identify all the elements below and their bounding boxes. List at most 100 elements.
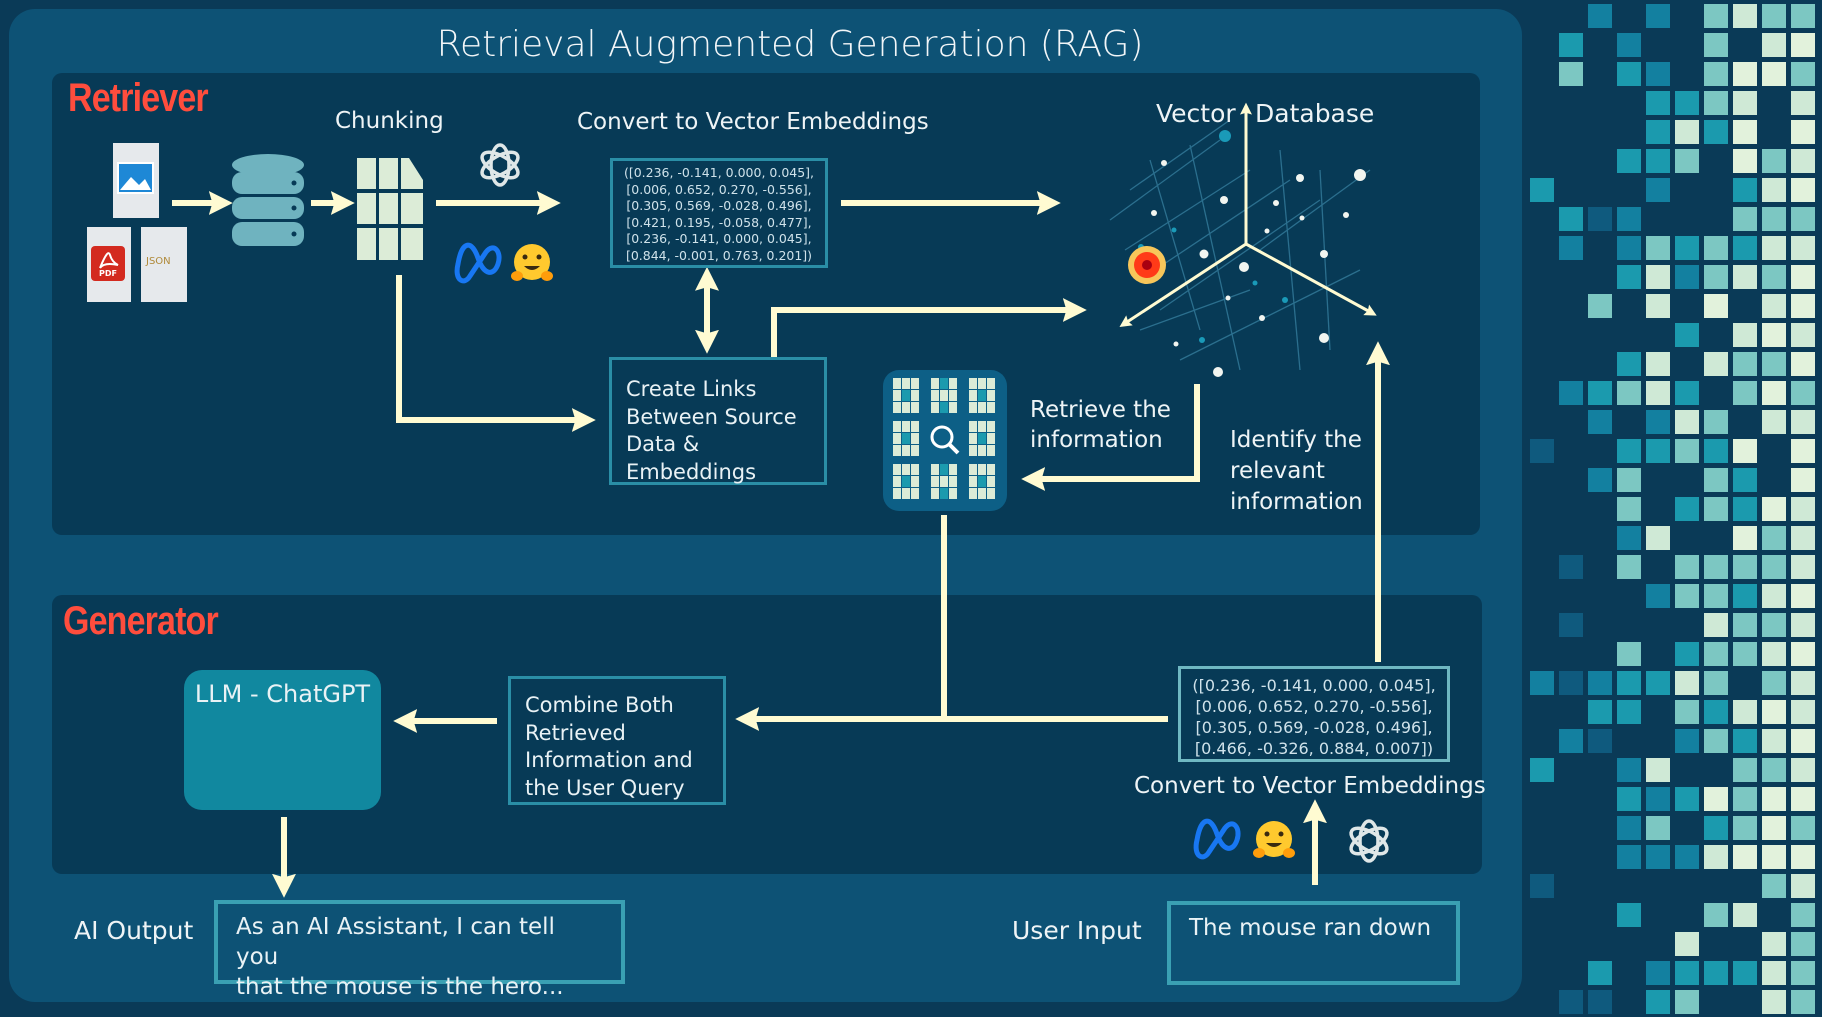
- mosaic-tile: [1530, 874, 1554, 898]
- document-chunk: [949, 390, 957, 401]
- mosaic-tile: [1762, 352, 1786, 376]
- document-chunk: [949, 464, 957, 475]
- document-chunk: [902, 390, 910, 401]
- document-chunk: [902, 464, 910, 475]
- mosaic-tile: [1733, 4, 1757, 28]
- document-chunk: [969, 445, 977, 456]
- mosaic-tile: [1588, 671, 1612, 695]
- document-chunk: [893, 390, 901, 401]
- mosaic-tile: [1791, 4, 1815, 28]
- chunking-label: Chunking: [335, 108, 444, 134]
- mosaic-tile: [1791, 468, 1815, 492]
- mosaic-tile: [1675, 265, 1699, 289]
- mosaic-tile: [1733, 91, 1757, 115]
- mosaic-tile: [1733, 758, 1757, 782]
- create-links-line: Create Links: [626, 377, 757, 401]
- mosaic-tile: [1733, 729, 1757, 753]
- user-input-box[interactable]: The mouse ran down: [1167, 901, 1460, 985]
- mosaic-tile: [1704, 555, 1728, 579]
- mosaic-tile: [1762, 294, 1786, 318]
- mosaic-tile: [1733, 700, 1757, 724]
- mosaic-tile: [1791, 439, 1815, 463]
- document-chunk: [893, 488, 901, 499]
- document-chunk: [987, 445, 995, 456]
- mosaic-tile: [1559, 555, 1583, 579]
- mosaic-tile: [1733, 961, 1757, 985]
- diagram-title: Retrieval Augmented Generation (RAG): [436, 24, 1144, 65]
- mosaic-tile: [1646, 120, 1670, 144]
- mosaic-tile: [1617, 845, 1641, 869]
- retrieve-documents-icon: [883, 370, 1007, 511]
- document-chunk: [911, 402, 919, 413]
- document-chunk: [911, 464, 919, 475]
- pdf-file-icon: [87, 227, 131, 302]
- retrieve-line: Retrieve the: [1030, 397, 1171, 423]
- mosaic-tile: [1791, 149, 1815, 173]
- mosaic-tile: [1791, 294, 1815, 318]
- document-chunk: [969, 421, 977, 432]
- document-chunk: [969, 378, 977, 389]
- document-chunk: [969, 433, 977, 444]
- mosaic-tile: [1617, 236, 1641, 260]
- mosaic-tile: [1791, 207, 1815, 231]
- document-chunk: [987, 402, 995, 413]
- mosaic-tile: [1762, 323, 1786, 347]
- mosaic-tile: [1791, 729, 1815, 753]
- mosaic-tile: [1704, 787, 1728, 811]
- document-chunk: [969, 488, 977, 499]
- mosaic-tile: [1675, 932, 1699, 956]
- mosaic-tile: [1646, 961, 1670, 985]
- mosaic-tile: [1791, 787, 1815, 811]
- mosaic-tile: [1704, 816, 1728, 840]
- document-chunk: [931, 488, 939, 499]
- mosaic-tile: [1733, 642, 1757, 666]
- mosaic-tile: [1588, 729, 1612, 753]
- mosaic-tile: [1791, 323, 1815, 347]
- document-chunk: [893, 464, 901, 475]
- mosaic-tile: [1617, 149, 1641, 173]
- embedding-row: [0.305, 0.569, -0.028, 0.496],: [1195, 718, 1433, 737]
- create-links-line: Data & Embeddings: [626, 432, 757, 484]
- mosaic-tile: [1762, 787, 1786, 811]
- mosaic-tile: [1733, 352, 1757, 376]
- mosaic-tile: [1733, 468, 1757, 492]
- mosaic-tile: [1733, 236, 1757, 260]
- document-embeddings-box: ([0.236, -0.141, 0.000, 0.045], [0.006, …: [610, 158, 828, 268]
- mosaic-tile: [1791, 236, 1815, 260]
- document-chunk: [940, 476, 948, 487]
- document-chunk: [987, 433, 995, 444]
- mosaic-tile: [1704, 845, 1728, 869]
- mosaic-tile: [1675, 700, 1699, 724]
- mosaic-tile: [1704, 120, 1728, 144]
- mosaic-tile: [1646, 381, 1670, 405]
- mosaic-tile: [1791, 845, 1815, 869]
- create-links-line: Between Source: [626, 404, 797, 429]
- document-chunk: [978, 476, 986, 487]
- document-chunk: [902, 433, 910, 444]
- mosaic-tile: [1733, 120, 1757, 144]
- mosaic-tile: [1704, 613, 1728, 637]
- mosaic-tile: [1588, 381, 1612, 405]
- mosaic-tile: [1530, 671, 1554, 695]
- mosaic-tile: [1675, 91, 1699, 115]
- document-chunk: [911, 421, 919, 432]
- mosaic-tile: [1559, 33, 1583, 57]
- combine-line: the User Query: [525, 775, 685, 800]
- mosaic-tile: [1675, 961, 1699, 985]
- mosaic-tile: [1762, 961, 1786, 985]
- user-input-label: User Input: [1012, 916, 1142, 945]
- mosaic-tile: [1646, 352, 1670, 376]
- mosaic-tile: [1704, 642, 1728, 666]
- arrow-links-to-vectordb: [771, 298, 1087, 357]
- mosaic-tile: [1559, 62, 1583, 86]
- mosaic-tile: [1704, 4, 1728, 28]
- mosaic-tile: [1559, 671, 1583, 695]
- document-chunk: [893, 445, 901, 456]
- retriever-heading: Retriever: [68, 76, 209, 120]
- mosaic-tile: [1617, 497, 1641, 521]
- database-label: Database: [1255, 99, 1375, 128]
- mosaic-tile: [1617, 62, 1641, 86]
- document-chunk: [893, 378, 901, 389]
- document-chunk: [893, 476, 901, 487]
- mosaic-tile: [1617, 207, 1641, 231]
